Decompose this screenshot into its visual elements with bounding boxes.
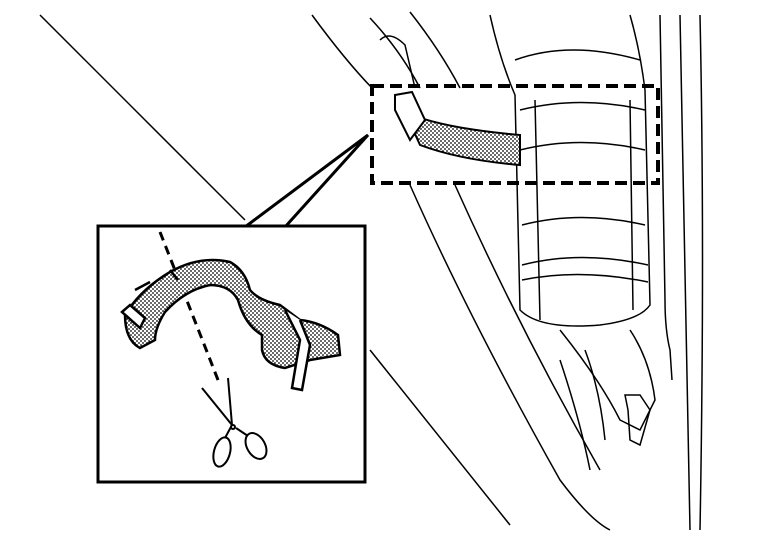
scissors-icon: [201, 377, 268, 468]
harness-clip-icon: [120, 258, 342, 392]
harness-on-vehicle: [394, 90, 521, 167]
vehicle-body-lines: [39, 11, 704, 531]
callout-pointer: [244, 133, 370, 229]
detail-inset: [96, 224, 367, 484]
detail-area-marker: [370, 84, 660, 185]
cut-line: [158, 231, 222, 386]
